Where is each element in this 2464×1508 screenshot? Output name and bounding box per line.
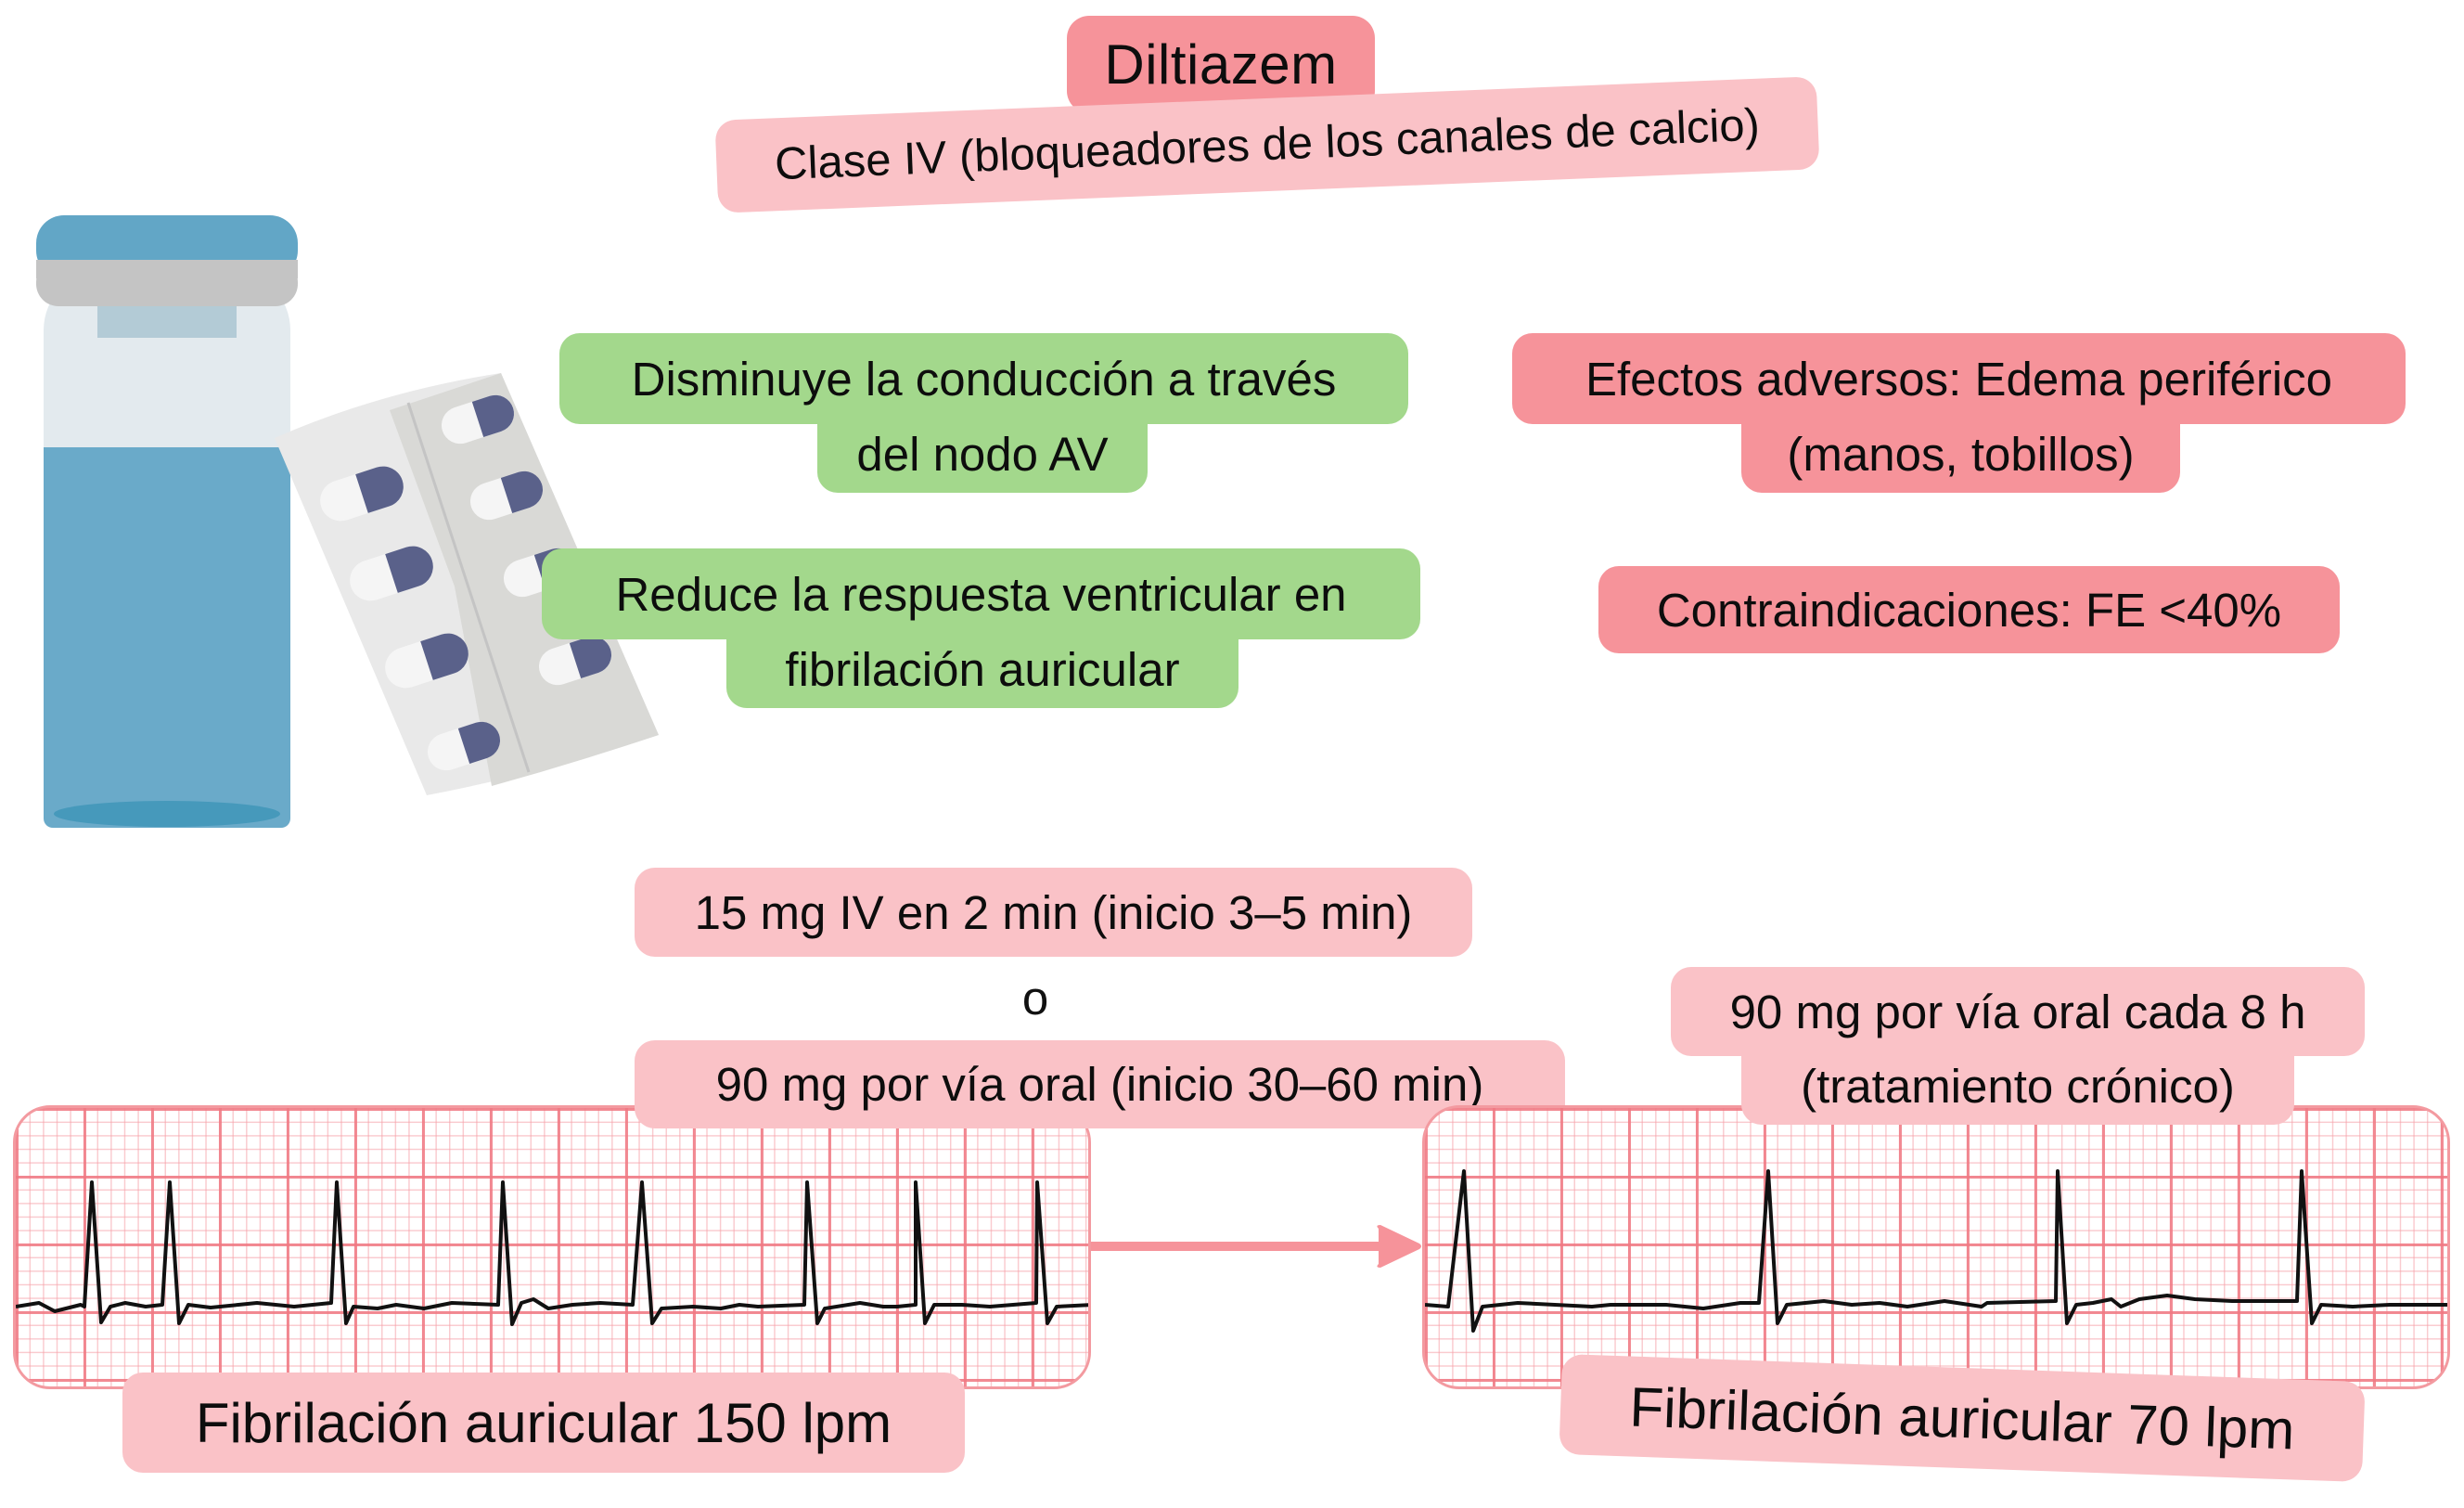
dose-oral: 90 mg por vía oral (inicio 30–60 min) [635,1040,1565,1128]
mechanism-ventricular-response-line2: fibrilación auricular [726,630,1238,708]
ecg-before-label: Fibrilación auricular 150 lpm [122,1373,965,1473]
adverse-effects-line2: (manos, tobillos) [1741,415,2180,493]
mechanism-ventricular-response-line1: Reduce la respuesta ventricular en [542,548,1420,639]
mechanism-av-node-line2: del nodo AV [817,415,1148,493]
dose-or-separator: o [1021,972,1049,1025]
contraindications: Contraindicaciones: FE <40% [1598,566,2340,653]
ecg-trace-70bpm [1425,1169,2447,1333]
drug-title: Diltiazem [1067,16,1375,113]
mechanism-av-node-line1: Disminuye la conducción a través [559,333,1408,424]
ecg-trace-150bpm [16,1180,1088,1326]
drug-title-text: Diltiazem [1104,33,1338,96]
arrow-right-icon [1091,1223,1425,1270]
adverse-effects-line1: Efectos adversos: Edema periférico [1512,333,2406,424]
drug-class-text: Clase IV (bloqueadores de los canales de… [774,99,1761,190]
ecg-strip-before [13,1105,1091,1389]
ecg-strip-after [1422,1105,2450,1389]
dose-chronic-line1: 90 mg por vía oral cada 8 h [1671,967,2365,1056]
dose-iv: 15 mg IV en 2 min (inicio 3–5 min) [635,868,1472,957]
dose-chronic-line2: (tratamiento crónico) [1741,1047,2294,1125]
medicine-vial-icon [36,215,298,828]
